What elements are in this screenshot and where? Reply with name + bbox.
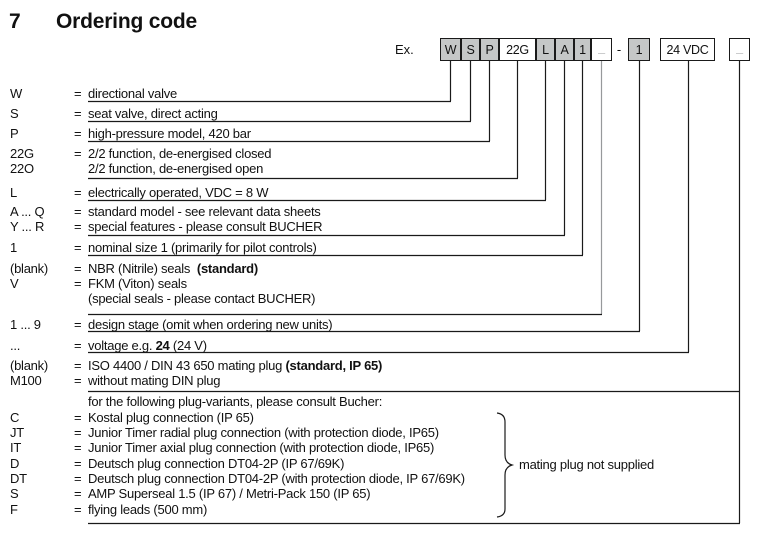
row-iso-mating-plug: (blank)=ISO 4400 / DIN 43 650 mating plu… bbox=[10, 358, 383, 373]
page-title: Ordering code bbox=[56, 10, 197, 33]
brace bbox=[496, 412, 515, 518]
row-fkm-seals: V=FKM (Viton) seals bbox=[10, 276, 187, 291]
code-box-seal-blank: _ bbox=[591, 38, 612, 61]
row-nominal-size: 1=nominal size 1 (primarily for pilot co… bbox=[10, 240, 317, 255]
code-box-s: S bbox=[461, 38, 480, 61]
row-special-features: Y ... R=special features - please consul… bbox=[10, 219, 323, 234]
code-box-w: W bbox=[440, 38, 461, 61]
code-box-l: L bbox=[536, 38, 555, 61]
row-seat-valve: S=seat valve, direct acting bbox=[10, 106, 218, 121]
brace-note: mating plug not supplied bbox=[519, 457, 654, 472]
row-design-stage: 1 ... 9=design stage (omit when ordering… bbox=[10, 317, 333, 332]
row-directional-valve: W=directional valve bbox=[10, 86, 177, 101]
row-amp-superseal: S=AMP Superseal 1.5 (IP 67) / Metri-Pack… bbox=[10, 486, 371, 501]
row-junior-timer-radial: JT=Junior Timer radial plug connection (… bbox=[10, 425, 439, 440]
row-deutsch: D=Deutsch plug connection DT04-2P (IP 67… bbox=[10, 456, 345, 471]
row-plug-variants-header: for the following plug-variants, please … bbox=[88, 394, 383, 409]
code-separator: - bbox=[616, 42, 622, 57]
section-number: 7 bbox=[9, 10, 21, 33]
row-kostal: C=Kostal plug connection (IP 65) bbox=[10, 410, 254, 425]
code-box-voltage: 24 VDC bbox=[660, 38, 715, 61]
code-box-p: P bbox=[480, 38, 499, 61]
row-junior-timer-axial: IT=Junior Timer axial plug connection (w… bbox=[10, 440, 435, 455]
code-box-design-stage: 1 bbox=[628, 38, 650, 61]
row-standard-model: A ... Q=standard model - see relevant da… bbox=[10, 204, 321, 219]
example-label: Ex. bbox=[395, 42, 414, 57]
row-underlines bbox=[88, 100, 740, 525]
row-nbr-seals: (blank)=NBR (Nitrile) seals (standard) bbox=[10, 261, 258, 276]
row-high-pressure: P=high-pressure model, 420 bar bbox=[10, 126, 251, 141]
code-box-a: A bbox=[555, 38, 574, 61]
code-box-plug-blank: _ bbox=[729, 38, 750, 61]
row-m100: M100=without mating DIN plug bbox=[10, 373, 221, 388]
row-voltage: ...=voltage e.g. 24 (24 V) bbox=[10, 338, 207, 353]
row-flying-leads: F=flying leads (500 mm) bbox=[10, 502, 208, 517]
box-drop-lines bbox=[449, 61, 741, 523]
row-deutsch-diode: DT=Deutsch plug connection DT04-2P (with… bbox=[10, 471, 465, 486]
row-electrically-operated: L=electrically operated, VDC = 8 W bbox=[10, 185, 269, 200]
code-box-1: 1 bbox=[574, 38, 591, 61]
row-special-seals-note: (special seals - please contact BUCHER) bbox=[88, 291, 316, 306]
row-22g: 22G=2/2 function, de-energised closed bbox=[10, 146, 272, 161]
code-box-22g: 22G bbox=[499, 38, 536, 61]
